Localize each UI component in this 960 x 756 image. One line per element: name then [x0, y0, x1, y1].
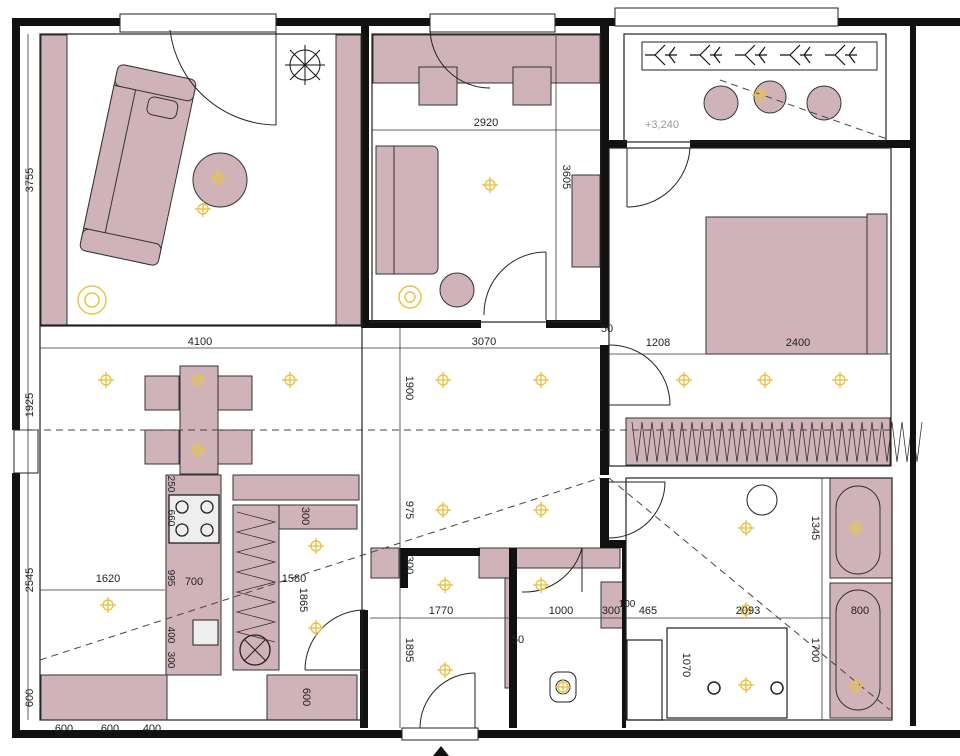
dining-chair-1	[144, 375, 180, 411]
dim-700: 700	[185, 576, 203, 588]
bed	[705, 216, 868, 355]
pantry-unit-top	[278, 504, 358, 530]
hall-cabinet	[266, 674, 358, 721]
dimension-labels: 3755 1925 2545 600 600 600 400 4100 3070…	[24, 117, 869, 735]
dim-300-c: 300	[602, 605, 620, 617]
dim-600-b2: 600	[101, 723, 119, 735]
corridor-block-2	[478, 547, 513, 579]
bathtub-1	[835, 485, 881, 575]
bath-taps	[707, 681, 784, 695]
study-chair-2	[512, 66, 552, 106]
dim-465: 465	[639, 605, 657, 617]
dining-chair-3	[144, 429, 180, 465]
entrance-marker	[433, 746, 449, 756]
dim-1700: 1700	[809, 638, 821, 662]
room-outlines	[39, 33, 893, 721]
dim-300-k2: 300	[165, 652, 176, 669]
kitchen-bottom-units	[40, 674, 168, 721]
study-sofa	[375, 145, 439, 275]
planter-plants	[645, 44, 857, 66]
dim-100: 100	[619, 599, 636, 610]
dim-800: 800	[851, 605, 869, 617]
dim-400-k: 400	[165, 627, 176, 644]
dim-2400: 2400	[786, 337, 810, 349]
dim-1580: 1580	[282, 573, 306, 585]
study-side-cabinet	[571, 174, 601, 268]
dim-250: 250	[165, 476, 176, 493]
dim-1900: 1900	[403, 376, 415, 400]
bathtub-2	[835, 589, 881, 711]
dim-1925: 1925	[24, 393, 36, 417]
dim-1345: 1345	[809, 516, 821, 540]
pendant-lights	[77, 285, 422, 315]
living-coffee-table	[192, 152, 248, 208]
dim-600-w: 600	[300, 688, 312, 706]
dim-3070: 3070	[472, 336, 496, 348]
windows	[13, 7, 839, 741]
study-chair-1	[418, 66, 458, 106]
round-mirror	[746, 484, 778, 516]
dim-3605: 3605	[560, 165, 572, 189]
dim-2093: 2093	[736, 605, 760, 617]
dimension-lines	[27, 34, 890, 728]
washing-machine	[239, 634, 271, 666]
dim-50-c: 50	[512, 634, 524, 646]
doors	[169, 26, 691, 729]
dim-600-left: 600	[24, 689, 36, 707]
dim-975: 975	[403, 501, 415, 519]
dining-chair-2	[217, 375, 253, 411]
living-plant	[285, 45, 325, 85]
dashed-guides	[20, 79, 891, 711]
pantry-hatch	[235, 511, 277, 643]
wc-block	[511, 547, 621, 569]
dim-400-b: 400	[143, 723, 161, 735]
dim-1620: 1620	[96, 573, 120, 585]
dim-300-k: 300	[299, 507, 311, 525]
dim-1000: 1000	[549, 605, 573, 617]
balcony-chairs	[703, 80, 842, 121]
dim-1770: 1770	[429, 605, 453, 617]
dim-2545: 2545	[24, 568, 36, 592]
dim-660: 660	[165, 510, 176, 527]
dim-50-top: 50	[601, 323, 613, 335]
living-right-strip	[335, 34, 362, 326]
pantry-unit	[232, 504, 280, 671]
dining-table	[179, 365, 219, 475]
corridor-block-1	[370, 547, 400, 579]
walls	[12, 18, 960, 738]
bedroom-wardrobe	[625, 417, 891, 466]
kitchen-upper-shelf	[232, 474, 360, 501]
kitchen-sink	[192, 619, 219, 646]
wardrobe-hatch	[631, 421, 923, 463]
cooktop	[168, 494, 220, 544]
dim-1208: 1208	[646, 337, 670, 349]
dining-chair-4	[217, 429, 253, 465]
bath-fixtures	[835, 485, 881, 711]
dim-1865: 1865	[297, 588, 309, 612]
bed-headboard	[866, 213, 888, 355]
dim-600-b1: 600	[55, 723, 73, 735]
dim-300-mid: 300	[403, 556, 415, 574]
dim-4100: 4100	[188, 336, 212, 348]
level-label: +3,240	[645, 119, 679, 131]
dim-2920: 2920	[474, 117, 498, 129]
living-left-strip	[40, 34, 68, 326]
dim-1895: 1895	[403, 638, 415, 662]
dim-995: 995	[165, 570, 176, 587]
dim-3755: 3755	[24, 168, 36, 192]
study-round-table	[439, 272, 475, 308]
study-top-desk	[372, 34, 601, 84]
dim-1070: 1070	[680, 653, 692, 677]
living-sofa	[79, 64, 197, 266]
